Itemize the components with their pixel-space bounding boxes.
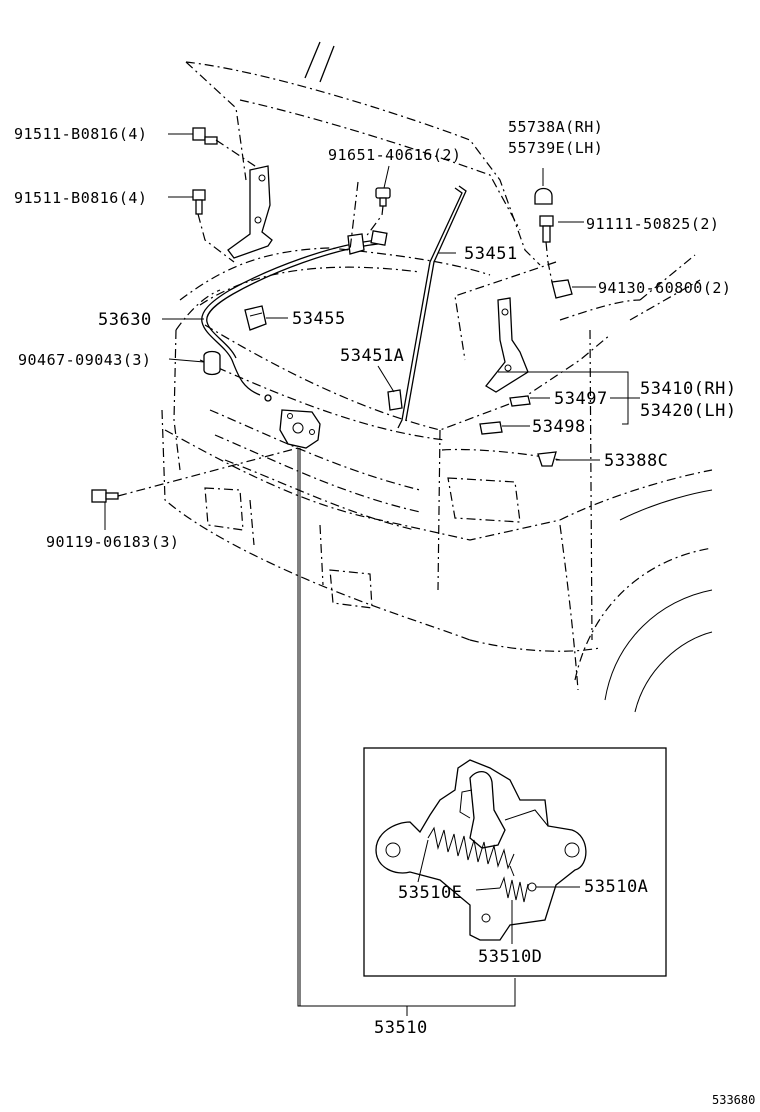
screw-icon — [539, 215, 554, 243]
label-hinge-lh: 53420(LH) — [640, 401, 737, 421]
label-spring-e: 53510E — [398, 883, 462, 903]
label-cable: 53630 — [98, 310, 152, 330]
label-screw: 91111-50825(2) — [586, 215, 719, 233]
label-shim-upper: 53497 — [554, 389, 608, 409]
label-support-rod: 53451 — [464, 244, 518, 264]
label-hinge-rh: 53410(RH) — [640, 379, 737, 399]
bolt-upper-icon — [192, 127, 218, 145]
label-stop-cushion: 53388C — [604, 451, 668, 471]
label-cushion-rh: 55738A(RH) — [508, 118, 603, 136]
label-bumper-cushion: 90467-09043(3) — [18, 351, 151, 369]
vehicle-body — [161, 41, 713, 713]
label-lock-assy: 53510 — [374, 1018, 428, 1038]
shim-53497-icon — [509, 395, 531, 407]
bolt-lower-icon — [192, 189, 206, 215]
label-lock-bolt: 90119-06183(3) — [46, 533, 179, 551]
label-clamp: 91651-40616(2) — [328, 146, 461, 164]
label-spring-d: 53510D — [478, 947, 542, 967]
clamp-53455-icon — [244, 305, 267, 331]
label-spring-a: 53510A — [584, 877, 648, 897]
clamp-icon — [375, 187, 391, 207]
lock-assembly-icon — [279, 409, 321, 449]
label-bolt-lower: 91511-B0816(4) — [14, 189, 147, 207]
assembly-lines — [117, 139, 557, 497]
bumper-cushion-icon — [203, 350, 221, 376]
holder-icon — [387, 389, 403, 411]
nut-icon — [551, 279, 573, 299]
diagram-id: 533680 — [712, 1093, 755, 1107]
hood-hinge-lh — [227, 165, 273, 259]
cowl-clip-icon — [347, 233, 365, 255]
label-nut: 94130-60800(2) — [598, 279, 731, 297]
stop-cushion-icon — [537, 451, 557, 467]
leader-lines — [104, 133, 640, 1016]
label-clamp-53455: 53455 — [292, 309, 346, 329]
hood-hinge-rh — [485, 297, 529, 393]
lock-detail-box — [363, 747, 667, 977]
shim-53498-icon — [479, 421, 503, 435]
lock-bolt-icon — [91, 489, 119, 503]
small-parts — [91, 127, 573, 503]
label-shim-lower: 53498 — [532, 417, 586, 437]
hood-support-rod — [397, 185, 467, 429]
release-cable — [201, 230, 388, 402]
label-cushion-lh: 55739E(LH) — [508, 139, 603, 157]
label-bolt-upper: 91511-B0816(4) — [14, 125, 147, 143]
part-labels: 91511-B0816(4) 91511-B0816(4) 91651-4061… — [14, 118, 755, 1107]
cushion-icon — [534, 187, 553, 205]
label-holder: 53451A — [340, 346, 404, 366]
